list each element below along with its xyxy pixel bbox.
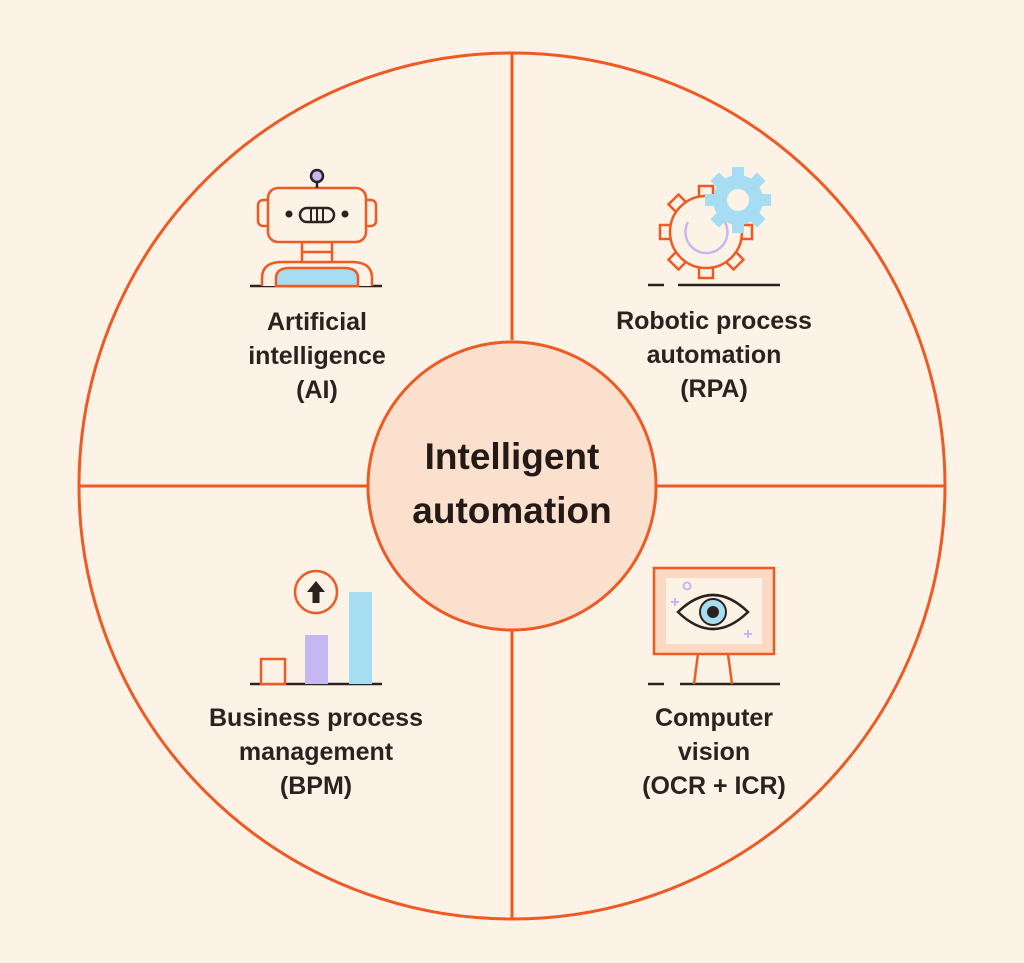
quadrant-label-ai: Artificial intelligence (AI) xyxy=(248,305,386,407)
ai-label-line-1: Artificial xyxy=(266,308,368,336)
ai-label-line-2: intelligence xyxy=(248,342,386,370)
center-title-line-1: Intelligent xyxy=(424,436,600,477)
bpm-label-line-3: (BPM) xyxy=(279,772,353,800)
quadrant-label-bpm: Business process management (BPM) xyxy=(209,701,423,803)
center-title-line-2: automation xyxy=(412,490,612,531)
cv-label-line-2: vision xyxy=(677,738,751,766)
bpm-label-line-2: management xyxy=(238,738,394,766)
center-title: Intelligent automation xyxy=(412,430,611,538)
eye-monitor-icon xyxy=(648,566,780,686)
bpm-label-line-1: Business process xyxy=(209,704,423,732)
robot-icon xyxy=(250,168,382,288)
bar-chart-icon xyxy=(250,569,382,686)
center-circle xyxy=(366,340,658,632)
rpa-label-line-2: automation xyxy=(646,341,782,369)
rpa-label-line-3: (RPA) xyxy=(680,375,748,403)
cv-label-line-1: Computer xyxy=(654,704,774,732)
quadrant-label-rpa: Robotic process automation (RPA) xyxy=(616,304,812,406)
cv-label-line-3: (OCR + ICR) xyxy=(642,772,786,800)
quadrant-label-cv: Computer vision (OCR + ICR) xyxy=(642,701,786,803)
ai-label-line-3: (AI) xyxy=(296,376,338,404)
rpa-label-line-1: Robotic process xyxy=(616,307,812,335)
gears-icon xyxy=(648,167,780,287)
